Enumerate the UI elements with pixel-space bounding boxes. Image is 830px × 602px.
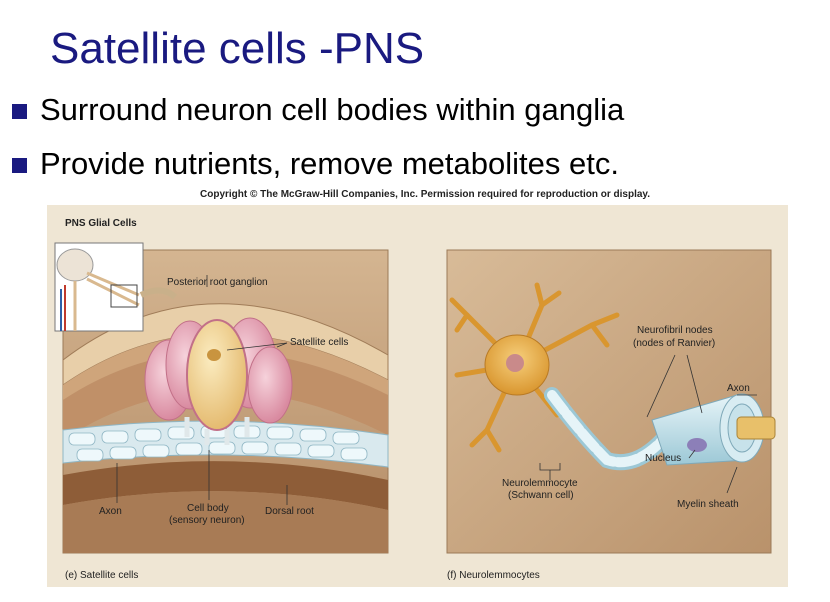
figure-header: PNS Glial Cells [65,218,137,229]
label-posterior-root-ganglion: Posterior root ganglion [167,277,268,288]
satellite-cells-panel: Posterior root ganglion Satellite cells … [54,242,389,581]
caption-neurolemmocytes: (f) Neurolemmocytes [447,570,540,581]
bullet-square-icon [12,158,27,173]
label-nucleus: Nucleus [645,453,681,464]
label-neurofibril-nodes: Neurofibril nodes [637,325,713,336]
satellite-cell-cluster [144,317,293,445]
figure-illustration: PNS Glial Cells [54,218,776,581]
bullet-text: Surround neuron cell bodies within gangl… [40,92,625,127]
label-sensory-neuron: (sensory neuron) [169,515,245,526]
label-cell-body: Cell body [187,503,229,514]
label-schwann-cell: (Schwann cell) [508,490,574,501]
label-axon-left: Axon [99,506,122,517]
label-myelin-sheath: Myelin sheath [677,499,739,510]
slide-title: Satellite cells -PNS [50,24,425,73]
pns-glial-figure: PNS Glial Cells [47,205,788,587]
label-neurolemmocyte: Neurolemmocyte [502,478,578,489]
bullet-square-icon [12,104,27,119]
neurolemmocytes-panel: Neurofibril nodes (nodes of Ranvier) Axo… [446,249,776,581]
bullet-text: Provide nutrients, remove metabolites et… [40,146,619,181]
label-nodes-of-ranvier: (nodes of Ranvier) [633,338,715,349]
label-dorsal-root: Dorsal root [265,506,314,517]
caption-satellite-cells: (e) Satellite cells [65,570,138,581]
label-satellite-cells: Satellite cells [290,337,348,348]
label-axon-right: Axon [727,383,750,394]
copyright-notice: Copyright © The McGraw-Hill Companies, I… [200,189,651,200]
